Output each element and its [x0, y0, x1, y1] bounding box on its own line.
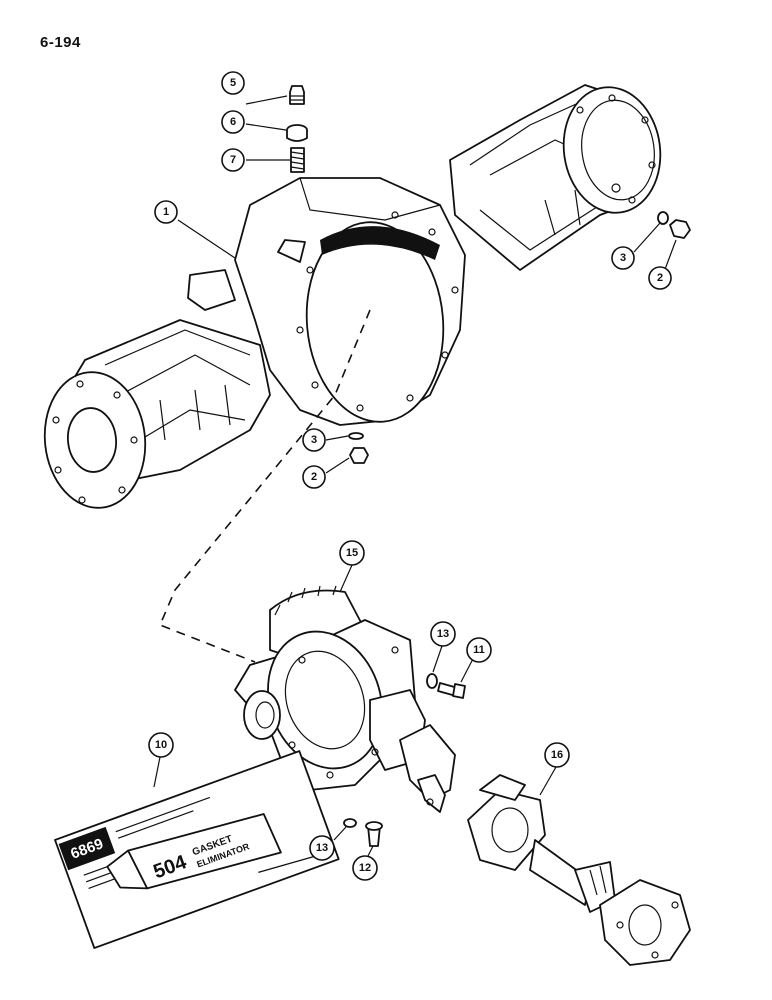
callout-13-upper: 13	[430, 621, 456, 647]
svg-text:13: 13	[316, 842, 328, 854]
assembly-path-line	[158, 309, 371, 663]
svg-text:3: 3	[620, 252, 626, 264]
callout-16: 16	[544, 742, 570, 768]
svg-text:7: 7	[230, 154, 236, 166]
svg-text:3: 3	[311, 434, 317, 446]
callout-5: 5	[221, 71, 245, 95]
page-number: 6-194	[40, 34, 81, 51]
svg-text:16: 16	[551, 749, 563, 761]
callout-2-lower: 2	[302, 465, 326, 489]
svg-text:12: 12	[359, 862, 371, 874]
svg-text:6: 6	[230, 116, 236, 128]
callout-12: 12	[352, 855, 378, 881]
callout-13-lower: 13	[309, 835, 335, 861]
svg-text:2: 2	[657, 272, 663, 284]
differential-assembly	[234, 585, 456, 813]
svg-text:1: 1	[163, 206, 169, 218]
callout-2-right: 2	[648, 266, 672, 290]
callout-3-lower: 3	[302, 428, 326, 452]
callout-11: 11	[466, 637, 492, 663]
drive-shaft	[467, 774, 691, 966]
sealant-package: 6869 504 GASKET ELIMINATOR	[54, 750, 340, 949]
callout-3-right: 3	[611, 246, 635, 270]
svg-text:15: 15	[346, 547, 358, 559]
breather-fitting	[289, 85, 305, 105]
callout-7: 7	[221, 148, 245, 172]
svg-text:10: 10	[155, 739, 167, 751]
callout-1: 1	[154, 200, 178, 224]
bolt-11	[437, 682, 466, 699]
callout-10: 10	[148, 732, 174, 758]
washer-right	[657, 211, 669, 225]
callout-15: 15	[339, 540, 365, 566]
leader-lines	[153, 95, 677, 857]
washer-lower	[348, 432, 364, 440]
axle-housing	[43, 84, 662, 509]
drain-plug-right	[669, 219, 691, 239]
drain-plug-lower	[349, 447, 369, 464]
threaded-nipple	[290, 147, 305, 173]
callout-6: 6	[221, 110, 245, 134]
bolt-12	[365, 821, 383, 847]
washer-13-lower	[343, 818, 357, 828]
svg-text:2: 2	[311, 471, 317, 483]
svg-text:11: 11	[473, 644, 485, 656]
washer-13-upper	[426, 673, 438, 689]
svg-text:5: 5	[230, 77, 236, 89]
reducer-bushing	[286, 124, 308, 142]
svg-text:13: 13	[437, 628, 449, 640]
